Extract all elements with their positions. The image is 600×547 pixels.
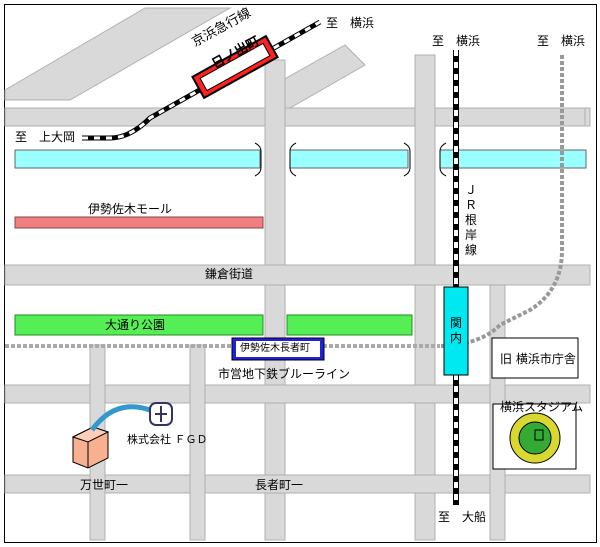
- road-vertical-center: [264, 59, 286, 541]
- fgd-logo-icon: [149, 402, 173, 426]
- to-yokohama-jr-label: 至 横浜: [432, 34, 481, 48]
- isezaki-mall-strip: [14, 216, 264, 229]
- river-right: [439, 149, 587, 169]
- fgd-company-label: 株式会社 ＦＧＤ: [127, 433, 208, 446]
- roads: [4, 7, 591, 541]
- kannai-label: 関内: [449, 316, 462, 345]
- yokohama-stadium-label: 横浜スタジアム: [500, 400, 584, 414]
- river-middle: [289, 149, 409, 169]
- chojamachi-1-label: 長者町一: [255, 478, 304, 492]
- isezakichojamachi-label: 伊勢佐木長者町: [240, 343, 310, 354]
- to-yokohama-top-label: 至 横浜: [326, 16, 375, 30]
- rivers: [14, 149, 587, 169]
- to-yokohama-right-label: 至 横浜: [537, 34, 586, 48]
- kamakura-kaido-label: 鎌倉街道: [205, 267, 254, 281]
- road-kamakura-kaido: [4, 264, 591, 286]
- old-city-hall-label: 旧 横浜市庁舎: [500, 352, 576, 366]
- jr-negishi-line-label: ＪＲ根岸線: [464, 183, 477, 257]
- keikyu-rail: [82, 19, 322, 141]
- arc-decoration: [89, 404, 151, 432]
- odori-park-area-left: [14, 314, 264, 336]
- road-horizontal-1: [4, 107, 591, 127]
- to-ofuna-label: 至 大船: [438, 510, 487, 524]
- hinodecho-station: [191, 34, 279, 100]
- road-vertical-kannai: [414, 54, 436, 541]
- odori-park-area-right: [286, 314, 413, 336]
- odori-park-label: 大通り公園: [105, 318, 166, 332]
- subway-blueline-label: 市営地下鉄ブルーライン: [218, 367, 351, 381]
- old-city-hall-building: [491, 337, 579, 379]
- line-to-yokohama-right: [439, 55, 564, 348]
- road-diagonal-nw: [4, 7, 232, 101]
- isezaki-mall-label: 伊勢佐木モール: [88, 202, 173, 216]
- road-horizontal-lower: [4, 384, 591, 404]
- bridges: [254, 142, 447, 177]
- road-horizontal-bottom: [4, 474, 591, 494]
- kannai-station: [443, 286, 469, 376]
- mansei-1-label: 万世町一: [80, 478, 129, 492]
- river-left: [14, 149, 261, 169]
- to-kamiooka-label: 至 上大岡: [15, 130, 76, 144]
